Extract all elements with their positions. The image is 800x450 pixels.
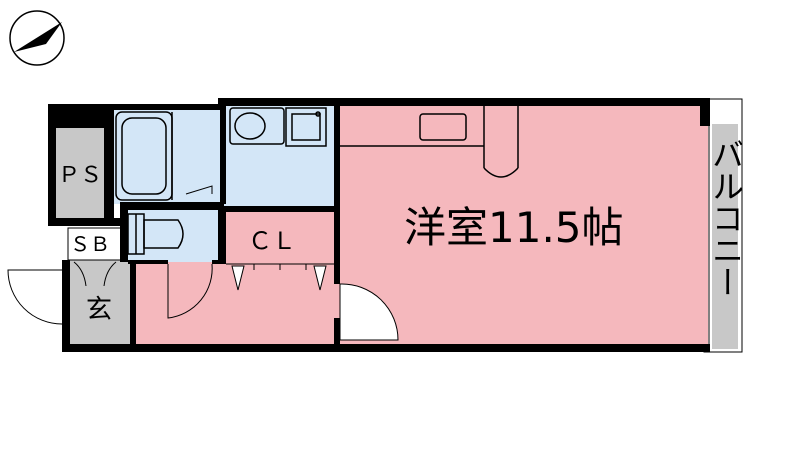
closet-doors (226, 263, 334, 291)
balcony-label: バルコニー (707, 138, 745, 298)
bathtub-icon (115, 111, 213, 201)
entrance-label: 玄 (86, 295, 112, 325)
bathroom-area (112, 108, 222, 204)
washroom-area (224, 104, 336, 208)
pipe-space-label: ＰＳ (58, 163, 102, 188)
walls (48, 98, 710, 352)
main-room-area (338, 104, 708, 346)
entrance-area (68, 260, 134, 346)
closet-label: ＣＬ (248, 227, 296, 255)
main-room-label: 洋室11.5帖 (404, 203, 624, 252)
pipe-space-area (54, 128, 106, 218)
balcony-area (712, 124, 738, 349)
door-swings (7, 261, 399, 341)
shoe-box-label: ＳＢ (70, 232, 110, 256)
compass (9, 10, 65, 66)
washbasin-icon (229, 107, 327, 147)
toilet-icon (127, 213, 184, 255)
kitchen-counter-icon (340, 104, 519, 178)
north-arrow-icon (14, 22, 62, 52)
closet-area (224, 212, 336, 264)
shoe-box-area (67, 227, 125, 261)
